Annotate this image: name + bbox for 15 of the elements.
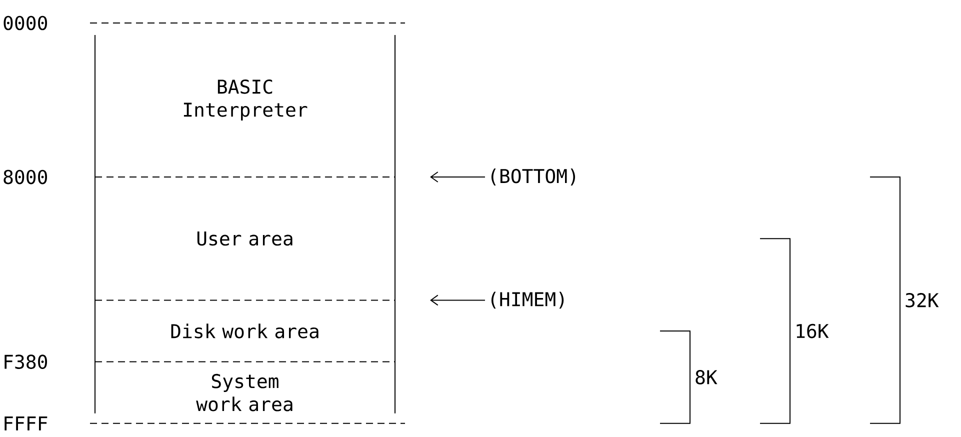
pointer-label: (HIMEM) [491, 292, 564, 309]
address-label: FFFF [4, 416, 48, 430]
arrow [430, 294, 486, 306]
address-label: F380 [4, 354, 47, 369]
region-label: User area [197, 232, 292, 246]
size-label: 32K [906, 293, 939, 308]
pointer-label: (BOTTOM) [491, 168, 576, 186]
size-label: 8K [696, 370, 718, 384]
size-label: 16K [796, 324, 829, 338]
address-label: 8000 [4, 170, 47, 184]
arrow [430, 172, 486, 182]
address-label: 0000 [4, 16, 47, 30]
region-label: Disk work area [171, 324, 318, 338]
region-label: System work area [196, 374, 292, 412]
region-label: BASIC Interpreter [184, 79, 308, 121]
